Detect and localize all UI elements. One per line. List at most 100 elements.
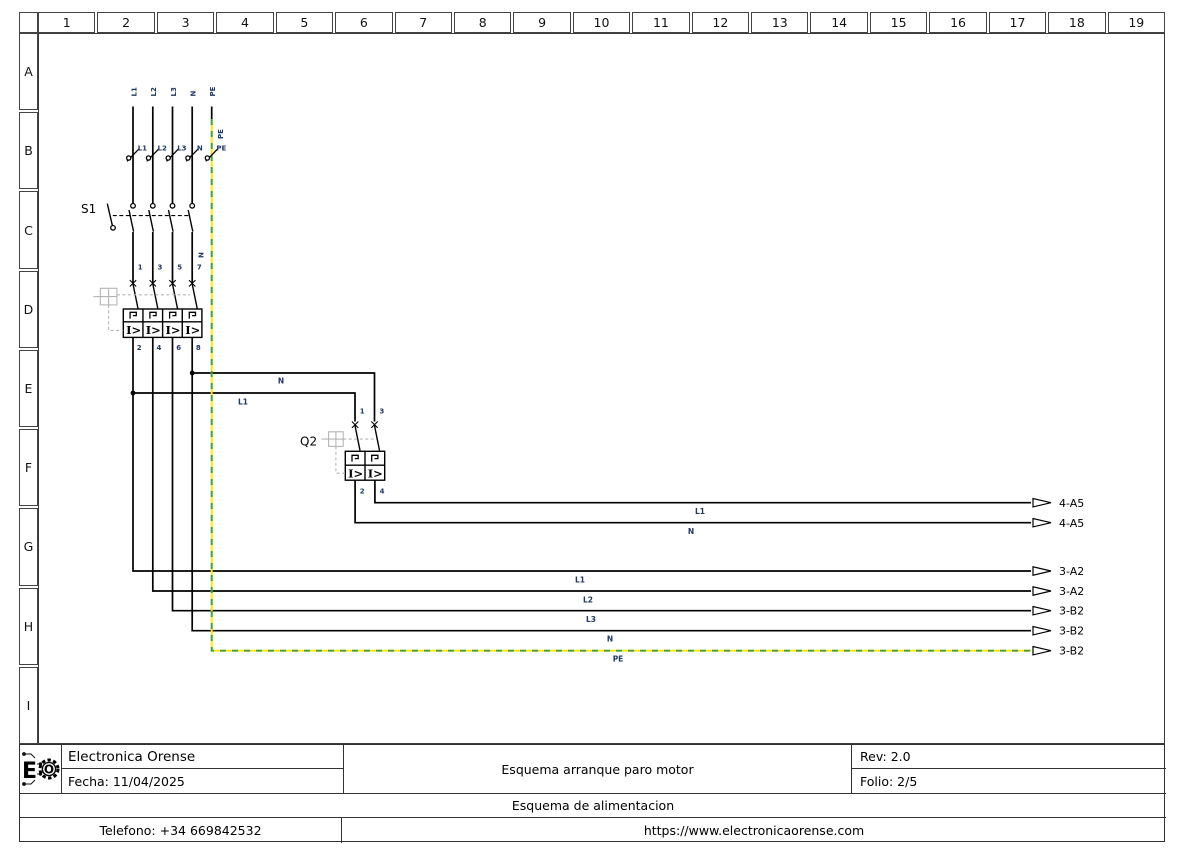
column-header: 8 [453, 12, 512, 33]
column-header: 7 [394, 12, 452, 33]
column-header: 9 [513, 12, 571, 33]
feeder-wire-label: N [607, 635, 613, 644]
q2-terminal: 3 [379, 408, 384, 416]
date-field: Fecha: 11/04/2025 [62, 769, 344, 793]
column-header: 14 [810, 12, 868, 33]
link-label-l1: L1 [238, 398, 248, 407]
q2-blades [354, 425, 381, 451]
feeder-arrows [1032, 566, 1052, 656]
q1-terminal: 1 [138, 264, 143, 272]
row-header: D [19, 270, 38, 348]
feeder-wire-label: L3 [586, 615, 596, 624]
tap-labels: L1 L2 L3 N PE [138, 145, 227, 153]
q1-trip-symbol: I> [126, 323, 141, 337]
feeder-wire-label: L1 [695, 507, 705, 516]
q2-terminal-crosses [351, 421, 379, 429]
row-header: G [19, 508, 38, 586]
supply-label-l1: L1 [130, 87, 138, 96]
q1-mechanism-ghost [93, 287, 190, 331]
q1-thermal-symbols [129, 311, 197, 319]
q1-terminal: 2 [137, 344, 142, 352]
switch-s1: S1 [81, 202, 196, 232]
q2-trip-symbol: I> [368, 466, 383, 480]
grid-row-headers: A B C D E F G H I [19, 33, 38, 744]
column-header: 11 [632, 12, 690, 33]
row-header: E [19, 349, 38, 428]
feeder-destination: 3-A2 [1059, 585, 1084, 598]
q1-terminal: 8 [196, 344, 201, 352]
company-logo: E O [20, 745, 62, 793]
feeder-destination: 3-A2 [1059, 565, 1084, 578]
website-field: https://www.electronicaorense.com [643, 823, 865, 838]
column-header: 12 [691, 12, 750, 33]
q2-label: Q2 [300, 435, 317, 449]
top-feeders: L1 N 4-A5 4-A5 [688, 497, 1084, 536]
grid-corner-cell [19, 12, 38, 33]
column-header: 19 [1107, 12, 1166, 33]
feeder-destination: 3-B2 [1059, 605, 1084, 618]
feeder-wire-label: PE [613, 655, 624, 664]
drawing-title: Esquema arranque paro motor [344, 745, 852, 793]
row-header: C [19, 191, 38, 269]
row-header: I [19, 666, 38, 744]
breaker-q1: I> I> I> I> 1 3 5 7 2 4 6 8 [93, 264, 203, 353]
q2-trip-symbol: I> [348, 466, 363, 480]
feeder-wire-label: N [688, 527, 694, 536]
tap-label-pe: PE [216, 145, 226, 153]
q2-thermal-symbols [351, 454, 379, 462]
company-name: Electronica Orense [62, 745, 344, 769]
q1-trip-symbol: I> [146, 323, 161, 337]
q1-body [122, 308, 203, 339]
revision-field: Rev: 2.0 [852, 745, 1166, 769]
q1-terminal-numbers: 1 3 5 7 2 4 6 8 [137, 264, 202, 353]
s1-actuator [106, 203, 114, 226]
feeder-wire-label: L2 [583, 596, 593, 605]
phone-field: Telefono: +34 669842532 [20, 818, 342, 843]
q1-trip-symbol: I> [165, 323, 180, 337]
row-header: F [19, 429, 38, 507]
pe-riser-label: PE [217, 129, 225, 139]
logo-letter-o: O [43, 763, 53, 777]
feeder-arrows [1032, 497, 1052, 528]
q1-terminal: 7 [197, 264, 202, 272]
tap-symbols [125, 148, 218, 162]
link-label-n: N [278, 377, 284, 386]
column-header: 13 [751, 12, 809, 33]
q1-terminal: 3 [158, 264, 163, 272]
logo-letter-e: E [22, 759, 37, 784]
tap-label-l3: L3 [177, 145, 186, 153]
column-header: 4 [216, 12, 274, 33]
feeder-destination: 3-B2 [1059, 645, 1084, 658]
q1-terminal: 6 [176, 344, 181, 352]
s1-blades [128, 209, 194, 232]
column-header: 1 [38, 12, 96, 33]
q2-terminal: 2 [360, 488, 365, 496]
q2-terminal-numbers: 1 3 2 4 [360, 408, 385, 496]
column-header: 3 [156, 12, 215, 33]
pe-conductor [210, 106, 1031, 652]
row-header: A [19, 33, 38, 111]
tap-label-n: N [197, 145, 203, 153]
q1-terminal: 5 [177, 264, 182, 272]
q1-blades [132, 283, 198, 309]
column-header: 6 [335, 12, 393, 33]
feeder-destination: 4-A5 [1059, 517, 1084, 530]
feeder-destination: 4-A5 [1059, 497, 1084, 510]
q1-terminal-crosses [129, 279, 196, 287]
supply-label-l2: L2 [150, 87, 158, 96]
q2-terminal: 4 [380, 488, 385, 496]
logo-graphic: E O [22, 752, 59, 786]
tap-label-l2: L2 [158, 145, 167, 153]
q2-mechanism-ghost [321, 431, 377, 474]
title-block: E O Electronica Orense Fecha: 11/04/2025… [19, 744, 1166, 843]
column-header: 17 [988, 12, 1047, 33]
column-header: 18 [1048, 12, 1106, 33]
column-header: 15 [869, 12, 928, 33]
folio-field: Folio: 2/5 [860, 773, 918, 789]
column-header: 10 [572, 12, 631, 33]
supply-label-pe: PE [209, 86, 217, 96]
supply-conductors [132, 106, 1031, 632]
supply-label-n: N [190, 91, 198, 97]
